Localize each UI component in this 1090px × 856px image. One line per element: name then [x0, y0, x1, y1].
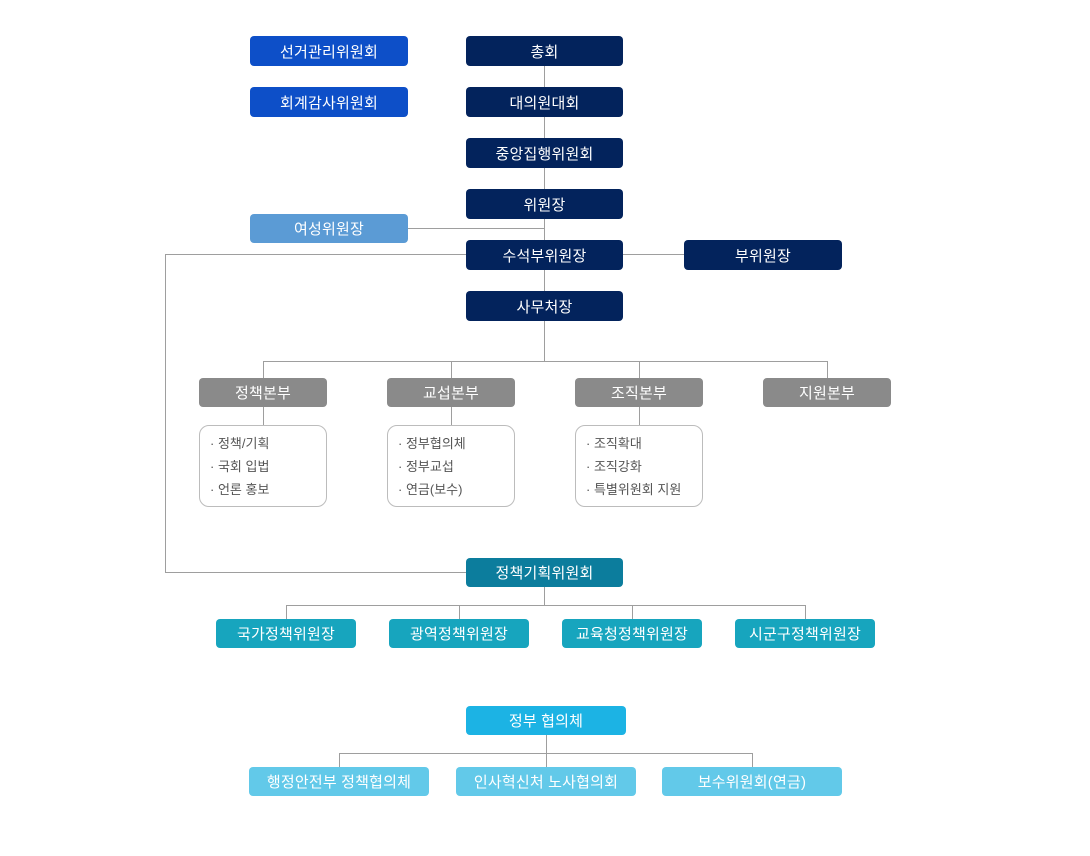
node-vice-chair: 부위원장	[684, 240, 842, 270]
node-remuneration-committee: 보수위원회(연금)	[662, 767, 842, 796]
connector-line	[286, 605, 805, 606]
node-negotiation-hq: 교섭본부	[387, 378, 515, 407]
connector-line	[165, 254, 166, 572]
node-womens-chair: 여성위원장	[250, 214, 408, 243]
node-delegates-assembly: 대의원대회	[466, 87, 623, 117]
connector-line	[451, 407, 452, 425]
node-secretary-general: 사무처장	[466, 291, 623, 321]
node-metropolitan-policy-chair: 광역정책위원장	[389, 619, 529, 648]
list-item: 특별위원회 지원	[586, 478, 681, 501]
connector-line	[544, 587, 545, 605]
node-label: 행정안전부 정책협의체	[266, 774, 412, 791]
node-label: 사무처장	[516, 298, 573, 316]
list-item: 언론 홍보	[210, 478, 269, 501]
node-label: 교섭본부	[422, 385, 479, 402]
node-audit-committee: 회계감사위원회	[250, 87, 408, 117]
detail-list: 정부협의체 정부교섭 연금(보수)	[388, 432, 466, 501]
node-city-county-policy-chair: 시군구정책위원장	[735, 619, 875, 648]
connector-line	[827, 361, 828, 378]
connector-line	[165, 254, 466, 255]
connector-line	[544, 321, 545, 361]
detail-list: 조직확대 조직강화 특별위원회 지원	[576, 432, 681, 501]
node-label: 중앙집행위원회	[495, 145, 594, 163]
node-label: 보수위원회(연금)	[697, 774, 807, 791]
list-item: 조직강화	[586, 455, 681, 478]
node-label: 조직본부	[610, 385, 667, 402]
node-policy-planning-committee: 정책기획위원회	[466, 558, 623, 587]
connector-line	[451, 361, 452, 378]
connector-line	[544, 117, 545, 138]
node-label: 총회	[530, 43, 559, 61]
list-item: 정부교섭	[398, 455, 466, 478]
negotiation-hq-detail-list: 정부협의체 정부교섭 연금(보수)	[387, 425, 515, 507]
node-label: 정부 협의체	[508, 713, 584, 730]
connector-line	[805, 605, 806, 619]
connector-line	[546, 735, 547, 753]
organization-hq-detail-list: 조직확대 조직강화 특별위원회 지원	[575, 425, 703, 507]
list-item: 국회 입법	[210, 455, 269, 478]
connector-line	[639, 361, 640, 378]
connector-line	[544, 219, 545, 240]
node-interior-ministry-policy-council: 행정안전부 정책협의체	[249, 767, 429, 796]
node-label: 시군구정책위원장	[748, 626, 861, 643]
connector-line	[544, 168, 545, 189]
list-item: 정책/기획	[210, 432, 269, 455]
connector-line	[263, 361, 264, 378]
node-election-committee: 선거관리위원회	[250, 36, 408, 66]
connector-line	[544, 270, 545, 291]
node-label: 수석부위원장	[502, 247, 587, 265]
node-government-council: 정부 협의체	[466, 706, 626, 735]
node-support-hq: 지원본부	[763, 378, 891, 407]
connector-line	[165, 572, 466, 573]
connector-line	[339, 753, 752, 754]
list-item: 조직확대	[586, 432, 681, 455]
node-label: 위원장	[523, 196, 566, 214]
node-organization-hq: 조직본부	[575, 378, 703, 407]
connector-line	[639, 407, 640, 425]
detail-list: 정책/기획 국회 입법 언론 홍보	[200, 432, 269, 501]
node-senior-vice-chair: 수석부위원장	[466, 240, 623, 270]
list-item: 정부협의체	[398, 432, 466, 455]
connector-line	[286, 605, 287, 619]
node-label: 대의원대회	[509, 94, 580, 112]
connector-line	[263, 407, 264, 425]
node-label: 인사혁신처 노사협의회	[473, 774, 619, 791]
node-national-policy-chair: 국가정책위원장	[216, 619, 356, 648]
node-label: 정책기획위원회	[495, 565, 594, 582]
node-central-executive-committee: 중앙집행위원회	[466, 138, 623, 168]
connector-line	[623, 254, 684, 255]
node-label: 선거관리위원회	[279, 43, 378, 61]
connector-line	[632, 605, 633, 619]
connector-line	[408, 228, 544, 229]
node-label: 교육청정책위원장	[575, 626, 688, 643]
node-general-assembly: 총회	[466, 36, 623, 66]
node-label: 정책본부	[234, 385, 291, 402]
node-label: 여성위원장	[293, 221, 364, 238]
node-label: 광역정책위원장	[409, 626, 508, 643]
connector-line	[546, 753, 547, 767]
connector-line	[339, 753, 340, 767]
node-policy-hq: 정책본부	[199, 378, 327, 407]
connector-line	[263, 361, 827, 362]
node-personnel-ministry-labor-council: 인사혁신처 노사협의회	[456, 767, 636, 796]
node-label: 국가정책위원장	[236, 626, 335, 643]
node-education-office-policy-chair: 교육청정책위원장	[562, 619, 702, 648]
connector-line	[459, 605, 460, 619]
node-label: 부위원장	[734, 247, 791, 265]
policy-hq-detail-list: 정책/기획 국회 입법 언론 홍보	[199, 425, 327, 507]
list-item: 연금(보수)	[398, 478, 466, 501]
node-label: 회계감사위원회	[279, 94, 378, 112]
node-chairperson: 위원장	[466, 189, 623, 219]
node-label: 지원본부	[798, 385, 855, 402]
connector-line	[752, 753, 753, 767]
connector-line	[544, 66, 545, 87]
